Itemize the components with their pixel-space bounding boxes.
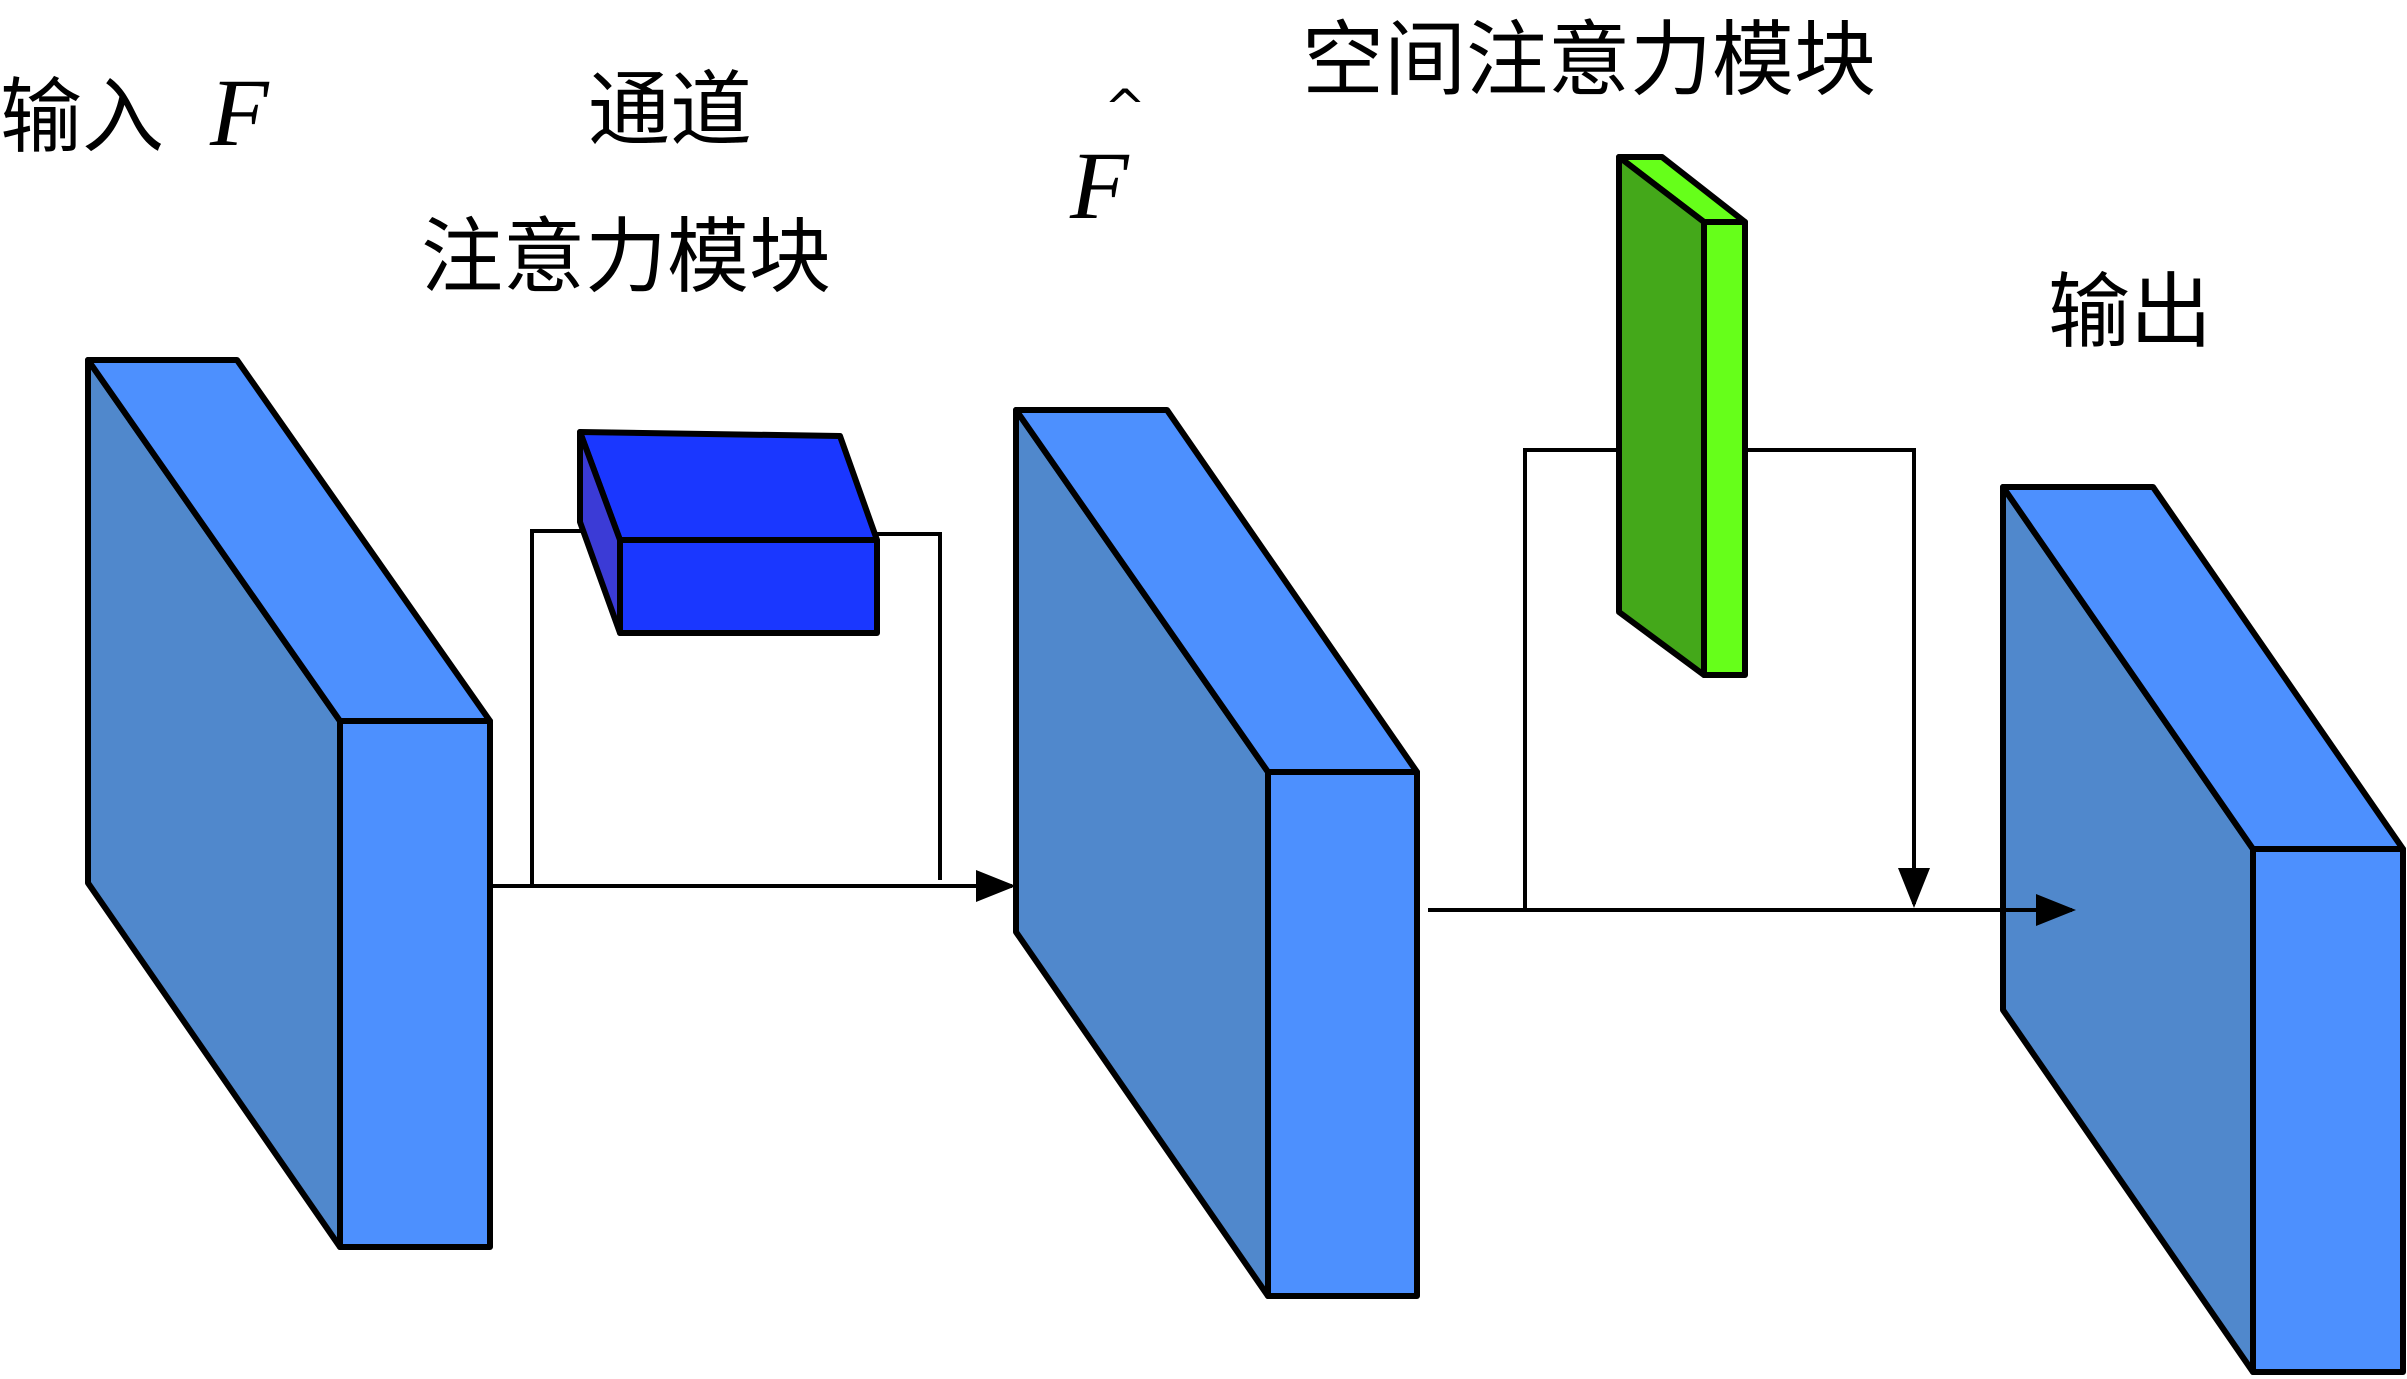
spatial-attention-block <box>1616 154 1748 678</box>
output-block-right-face <box>2250 846 2406 1375</box>
fhat-label: ^ F <box>1069 79 1146 239</box>
spatial-block-side <box>1701 219 1748 678</box>
output-label: 输出 <box>2048 265 2212 360</box>
fhat-symbol: F <box>1069 132 1130 239</box>
channel-block-top <box>577 429 880 543</box>
spatial-attention-wiring <box>1428 448 2076 926</box>
input-label: 输入 F <box>0 59 270 166</box>
spatial-block-front <box>1616 154 1707 678</box>
channel-attention-block <box>577 429 880 636</box>
spatial-branch-right <box>1745 448 1930 908</box>
refined-feature-block <box>1013 407 1420 1299</box>
input-block-right-face <box>337 718 493 1250</box>
channel-block-front <box>617 537 880 636</box>
output-feature-block <box>2000 484 2406 1375</box>
channel-attention-wiring <box>490 529 1016 902</box>
channel-label-line1: 通道 <box>588 63 752 158</box>
fhat-accent: ^ <box>1104 79 1146 137</box>
spatial-branch-left <box>1523 448 1620 910</box>
input-feature-block <box>85 357 493 1250</box>
input-label-text: 输入 <box>0 70 164 165</box>
spatial-label: 空间注意力模块 <box>1302 13 1876 108</box>
input-symbol: F <box>209 59 270 166</box>
channel-branch-left <box>530 529 587 886</box>
channel-label-line2: 注意力模块 <box>421 210 831 305</box>
middle-block-right-face <box>1265 769 1420 1299</box>
channel-branch-right <box>877 532 942 880</box>
